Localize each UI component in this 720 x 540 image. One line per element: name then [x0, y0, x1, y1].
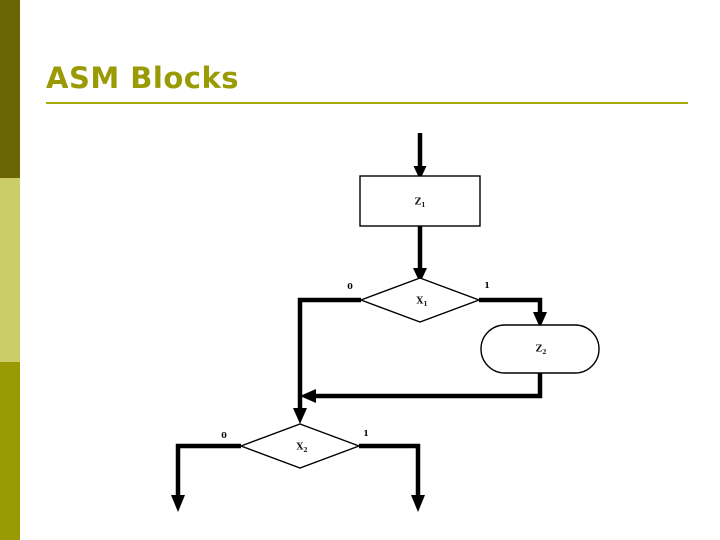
- node-label-x1: X1: [416, 297, 427, 308]
- title-block: ASM Blocks: [46, 61, 688, 105]
- node-state-box-z1: Z1: [359, 175, 481, 227]
- node-label-z1: Z1: [415, 198, 426, 209]
- sidebar-band-bottom: [0, 362, 20, 540]
- edge-x2-true-exit: [359, 443, 425, 512]
- edge-z1-to-x1: [413, 226, 427, 283]
- title-divider: [46, 102, 688, 105]
- decorative-sidebar: [0, 0, 20, 540]
- edge-x1-true-to-z2: [479, 297, 547, 328]
- node-conditional-output-z2: Z2: [480, 324, 600, 374]
- page-title: ASM Blocks: [46, 61, 239, 95]
- edge-entry-to-z1: [413, 133, 427, 180]
- branch-label-x2-true: 1: [363, 428, 369, 438]
- node-label-z2: Z2: [536, 345, 547, 356]
- branch-label-x2-false: 0: [221, 430, 227, 440]
- branch-label-x1-false: 0: [347, 281, 353, 291]
- sidebar-band-top: [0, 0, 20, 178]
- edge-x2-false-exit: [171, 443, 241, 512]
- node-label-x2: X2: [296, 443, 307, 454]
- node-decision-x1: X1: [358, 277, 482, 323]
- edge-z2-to-merge: [300, 373, 543, 403]
- node-decision-x2: X2: [238, 423, 362, 469]
- branch-label-x1-true: 1: [484, 280, 490, 290]
- sidebar-band-middle: [0, 178, 20, 362]
- edge-x1-false-to-merge: [293, 297, 361, 424]
